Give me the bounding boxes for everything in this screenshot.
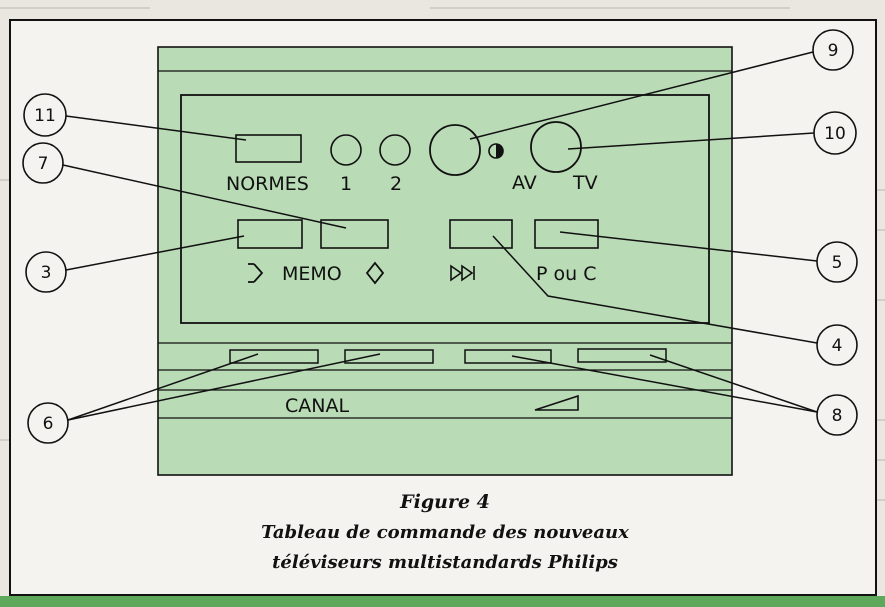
callout-6-text: 6 <box>43 414 54 434</box>
callout-7: 7 <box>22 142 64 184</box>
figure-title: Figure 4 <box>399 491 490 513</box>
slider-button-4[interactable] <box>577 348 667 363</box>
callout-9-text: 9 <box>828 41 839 61</box>
callout-3-text: 3 <box>41 263 52 283</box>
p-ou-c-button[interactable] <box>534 219 599 249</box>
tv-label: TV <box>572 172 598 194</box>
canal-label: CANAL <box>285 395 349 417</box>
caption-line-1: Tableau de commande des nouveaux <box>261 522 629 543</box>
callout-11-text: 11 <box>34 106 56 126</box>
callout-8: 8 <box>816 394 858 436</box>
bottom-green-bar <box>0 596 885 607</box>
p-ou-c-label: P ou C <box>536 263 596 285</box>
control-panel <box>157 46 733 476</box>
diamond-right-icon <box>365 261 385 285</box>
button-1[interactable] <box>330 134 362 166</box>
callout-10-text: 10 <box>824 124 846 144</box>
caption-line-2: téléviseurs multistandards Philips <box>272 552 618 573</box>
callout-4: 4 <box>816 324 858 366</box>
callout-11: 11 <box>23 93 67 137</box>
slider-button-2[interactable] <box>344 349 434 364</box>
slider-button-1[interactable] <box>229 349 319 364</box>
callout-9: 9 <box>812 29 854 71</box>
button-1-label: 1 <box>340 173 352 195</box>
callout-6: 6 <box>27 402 69 444</box>
av-tv-knob[interactable] <box>530 121 582 173</box>
callout-8-text: 8 <box>832 406 843 426</box>
callout-3: 3 <box>25 251 67 293</box>
button-2-label: 2 <box>390 173 402 195</box>
callout-4-text: 4 <box>832 336 843 356</box>
callout-5: 5 <box>816 241 858 283</box>
callout-7-text: 7 <box>38 154 49 174</box>
av-label: AV <box>512 172 537 194</box>
button-2[interactable] <box>379 134 411 166</box>
skip-button[interactable] <box>449 219 513 249</box>
normes-label: NORMES <box>226 173 309 195</box>
callout-10: 10 <box>813 111 857 155</box>
contrast-knob[interactable] <box>429 124 481 176</box>
leader-lines <box>62 51 818 421</box>
callout-5-text: 5 <box>832 253 843 273</box>
memo-label: MEMO <box>282 263 342 285</box>
normes-button[interactable] <box>235 134 302 163</box>
skip-forward-icon <box>450 264 475 282</box>
diamond-left-icon <box>248 263 264 283</box>
memo-down-button[interactable] <box>237 219 303 249</box>
volume-ramp-icon <box>534 394 579 411</box>
contrast-half-circle-icon <box>488 143 504 159</box>
